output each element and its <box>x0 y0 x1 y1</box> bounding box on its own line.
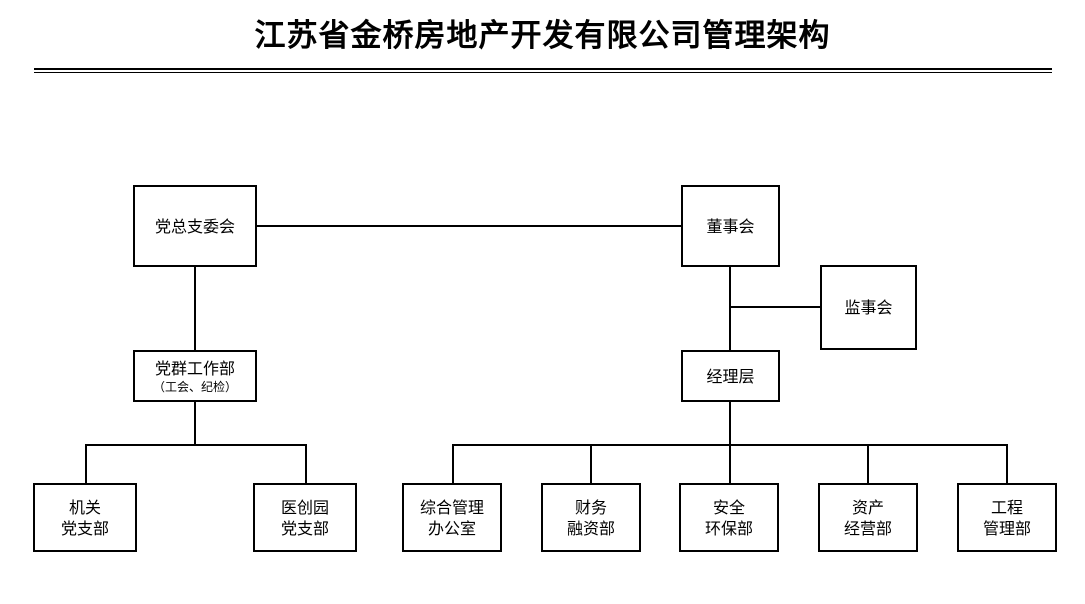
node-label-line1: 安全 <box>712 497 745 517</box>
edge-drop-engineering-management-dept <box>1006 444 1008 483</box>
node-label-line2: 党支部 <box>60 518 109 538</box>
node-label-line1: 经理层 <box>706 366 755 386</box>
node-label-line1: 党总支委会 <box>154 216 235 236</box>
node-party-committee[interactable]: 党总支委会 <box>133 185 257 267</box>
edge-drop-agency-party-branch <box>85 444 87 483</box>
node-asset-operation-dept[interactable]: 资产 经营部 <box>818 483 918 552</box>
edge-drop-asset-operation-dept <box>867 444 869 483</box>
node-safety-environment-dept[interactable]: 安全 环保部 <box>679 483 779 552</box>
edge-drop-safety-environment-dept <box>729 444 731 483</box>
node-label-line2: 管理部 <box>982 518 1031 538</box>
edge-drop-yichuangyuan-party-branch <box>305 444 307 483</box>
node-label-line2: 办公室 <box>427 518 476 538</box>
edge-board-to-management <box>729 267 731 350</box>
edge-management-stem <box>729 402 731 446</box>
node-label-line1: 资产 <box>851 497 884 517</box>
node-label-line1: 财务 <box>574 497 607 517</box>
node-label-line1: 医创园 <box>280 497 329 517</box>
node-party-mass-work-dept[interactable]: 党群工作部 （工会、纪检） <box>133 350 257 402</box>
edge-party-committee-to-party-mass-dept <box>194 267 196 350</box>
node-label-line1: 党群工作部 <box>154 358 235 378</box>
node-agency-party-branch[interactable]: 机关 党支部 <box>33 483 137 552</box>
node-label-sublabel: （工会、纪检） <box>152 379 237 394</box>
edge-party-committee-to-board <box>257 225 681 227</box>
node-label-line1: 监事会 <box>844 298 893 317</box>
node-label-line2: 党支部 <box>280 518 329 538</box>
node-yichuangyuan-party-branch[interactable]: 医创园 党支部 <box>253 483 357 552</box>
node-general-admin-office[interactable]: 综合管理 办公室 <box>402 483 502 552</box>
edge-left-bus <box>85 444 307 446</box>
edge-board-to-supervisors <box>729 306 820 308</box>
edge-drop-general-admin-office <box>452 444 454 483</box>
node-board-of-supervisors[interactable]: 监事会 <box>820 265 917 350</box>
node-label-line1: 工程 <box>990 497 1023 517</box>
node-finance-funding-dept[interactable]: 财务 融资部 <box>541 483 641 552</box>
title-divider-rule <box>34 68 1052 73</box>
node-engineering-management-dept[interactable]: 工程 管理部 <box>957 483 1057 552</box>
edge-drop-finance-funding-dept <box>590 444 592 483</box>
node-label-line1: 综合管理 <box>419 497 484 517</box>
node-board-of-directors[interactable]: 董事会 <box>681 185 780 267</box>
node-label-line1: 机关 <box>68 497 101 517</box>
page-title: 江苏省金桥房地产开发有限公司管理架构 <box>254 18 831 54</box>
node-management[interactable]: 经理层 <box>681 350 780 402</box>
node-label-line2: 经营部 <box>843 518 892 538</box>
node-label-line2: 环保部 <box>704 518 753 538</box>
node-label-line2: 融资部 <box>566 518 615 538</box>
edge-party-mass-dept-stem <box>194 402 196 446</box>
node-label-line1: 董事会 <box>706 216 755 236</box>
